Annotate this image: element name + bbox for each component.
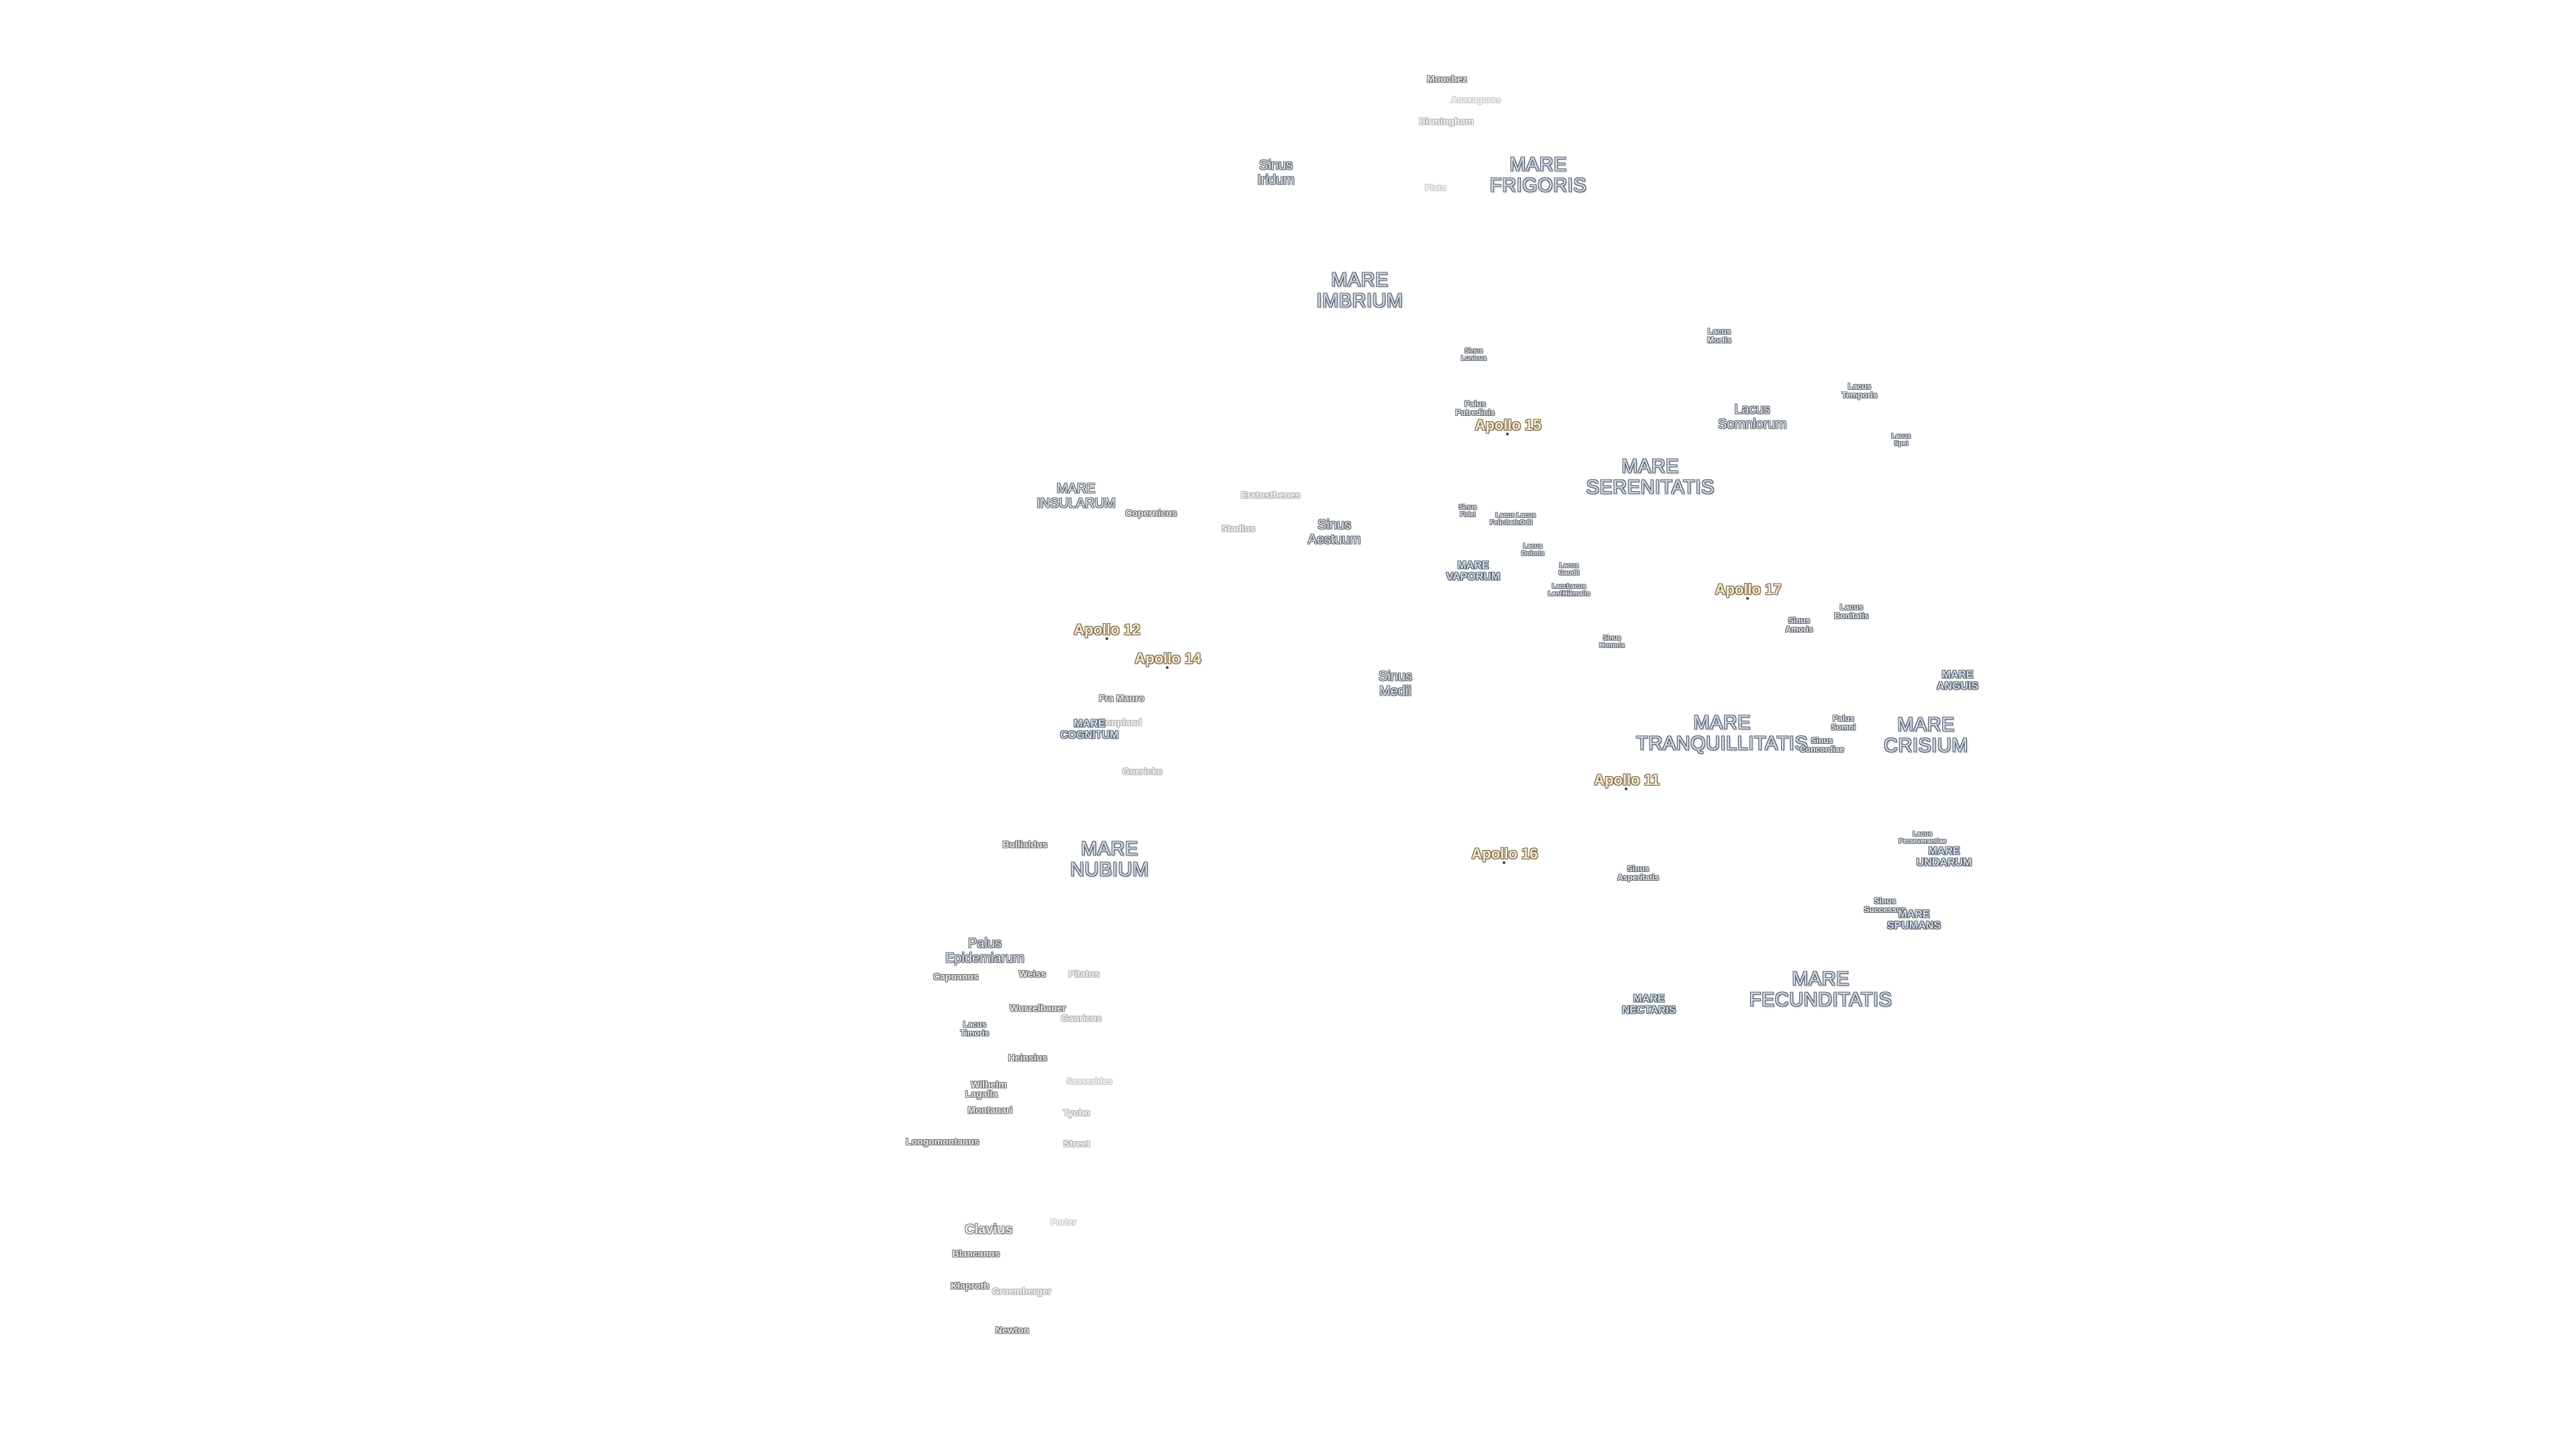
- crater-label-lagalla: Lagalla: [965, 1088, 998, 1099]
- apollo-17-label: Apollo 17: [1715, 581, 1782, 598]
- lacus-temporis-label: Lacus Temporis: [1841, 382, 1878, 400]
- mare-spumans-label: MARE SPUMANS: [1886, 908, 1941, 932]
- mare-anguis-label: MARE ANGUIS: [1936, 669, 1979, 692]
- sinus-successus-label: Sinus Successus: [1864, 896, 1907, 914]
- sinus-aestuum-label: Sinus Aestuum: [1307, 517, 1361, 547]
- mare-insularum-label: MARE INSULARUM: [1036, 481, 1116, 511]
- sinus-asperitatis-label: Sinus Asperitatis: [1617, 864, 1660, 882]
- crater-label-clavius: Clavius: [965, 1222, 1013, 1238]
- crater-label-newton: Newton: [995, 1324, 1030, 1336]
- crater-label-weiss: Weiss: [1018, 968, 1046, 979]
- mare-serenitatis-label: MARE SERENITATIS: [1586, 455, 1715, 498]
- apollo-11-label: Apollo 11: [1594, 771, 1660, 789]
- crater-label-wilhelm: Wilhelm: [971, 1079, 1007, 1090]
- mare-cognitum-label: MARE COGNITUM: [1060, 718, 1119, 741]
- crater-label-wurzelbauer: Wurzelbauer: [1010, 1002, 1066, 1014]
- mare-frigoris-label: MARE FRIGORIS: [1489, 154, 1587, 197]
- sinus-amoris-label: Sinus Amoris: [1785, 616, 1813, 634]
- sinus-lunicus-label: Sinus Lunicus: [1460, 347, 1487, 362]
- crater-label-pitatus: Pitatus: [1068, 968, 1100, 979]
- lacus-felicitatis-label: Lacus Felicitatis: [1489, 512, 1521, 527]
- mare-nectaris-label: MARE NECTARIS: [1621, 993, 1676, 1016]
- lacus-spei-label: Lacus Spei: [1891, 433, 1911, 447]
- crater-label-anaxagoras: Anaxagoras: [1450, 94, 1501, 105]
- mare-crisium-label: MARE CRISIUM: [1884, 714, 1968, 757]
- palus-somni-label: Palus Somni: [1831, 714, 1856, 732]
- apollo-14-label: Apollo 14: [1134, 650, 1201, 667]
- lacus-lenitatis-label: Lacus Lenitatis: [1548, 583, 1576, 598]
- apollo-17-marker: [1746, 597, 1749, 600]
- apollo-14-marker: [1166, 666, 1169, 669]
- mare-vaporum-label: MARE VAPORUM: [1446, 559, 1501, 583]
- apollo-16-marker: [1503, 861, 1505, 864]
- palus-putredinis-label: Palus Putredinis: [1455, 399, 1495, 417]
- apollo-12-marker: [1106, 637, 1108, 640]
- crater-label-capuanus: Capuanus: [933, 971, 979, 982]
- crater-label-sasserides: Sasserides: [1066, 1075, 1113, 1086]
- sinus-concordiae-label: Sinus Concordiae: [1799, 736, 1845, 754]
- crater-label-guericke: Guericke: [1122, 765, 1163, 777]
- crater-label-stadius: Stadius: [1221, 523, 1256, 534]
- apollo-11-marker: [1625, 788, 1627, 790]
- lacus-timoris-label: Lacus Timoris: [960, 1020, 989, 1038]
- mare-undarum-label: MARE UNDARUM: [1916, 845, 1972, 869]
- apollo-12-label: Apollo 12: [1073, 621, 1140, 639]
- crater-label-montanari: Montanari: [967, 1104, 1013, 1116]
- crater-label-gruemberger: Gruemberger: [991, 1285, 1052, 1297]
- crater-label-copernicus: Copernicus: [1125, 507, 1177, 519]
- crater-label-plato: Plato: [1425, 182, 1446, 193]
- lacus-hiemalis-label: Lacus Hiemalis: [1562, 583, 1591, 598]
- lacus-perseverantiae-label: Lacus Perseverantiae: [1898, 830, 1947, 845]
- lacus-bonitatis-label: Lacus Bonitatis: [1834, 602, 1869, 621]
- lacus-doloris-label: Lacus Doloris: [1521, 543, 1545, 557]
- apollo-15-label: Apollo 15: [1474, 417, 1542, 434]
- lacus-mortis-label: Lacus Mortis: [1707, 327, 1731, 345]
- crater-label-porter: Porter: [1050, 1216, 1077, 1227]
- crater-label-fra-mauro: Fra Mauro: [1099, 692, 1144, 704]
- lacus-somniorum-label: Lacus Somniorum: [1717, 402, 1787, 431]
- crater-label-birmingham: Birmingham: [1419, 115, 1474, 127]
- lacus-gaudii-label: Lacus Gaudii: [1558, 562, 1580, 577]
- mare-nubium-label: MARE NUBIUM: [1070, 838, 1149, 881]
- crater-label-mouchez: Mouchez: [1427, 73, 1467, 85]
- crater-label-street: Street: [1063, 1138, 1090, 1149]
- sinus-iridum-label: Sinus Iridum: [1257, 158, 1295, 187]
- crater-label-klaproth: Klaproth: [951, 1280, 989, 1291]
- crater-label-heinsius: Heinsius: [1008, 1052, 1048, 1063]
- sinus-fidei-label: Sinus Fidei: [1458, 504, 1477, 519]
- crater-label-longomontanus: Longomontanus: [906, 1136, 979, 1147]
- crater-label-bullialdus: Bullialdus: [1002, 839, 1048, 850]
- crater-label-eratosthenes: Eratosthenes: [1240, 489, 1301, 500]
- sinus-medii-label: Sinus Medii: [1378, 669, 1413, 698]
- mare-tranquillitatis-label: MARE TRANQUILLITATIS: [1635, 712, 1809, 755]
- apollo-15-marker: [1506, 433, 1509, 435]
- sinus-honoris-label: Sinus Honoris: [1599, 635, 1625, 649]
- crater-label-bonpland: Bonpland: [1098, 716, 1142, 728]
- crater-label-blancanus: Blancanus: [952, 1248, 1000, 1259]
- crater-label-tycho: Tycho: [1063, 1107, 1091, 1118]
- mare-fecunditatis-label: MARE FECUNDITATIS: [1749, 968, 1892, 1011]
- apollo-16-label: Apollo 16: [1471, 845, 1538, 863]
- crater-label-gauricus: Gauricus: [1061, 1012, 1102, 1024]
- lacus-odii-label: Lacus Odii: [1516, 512, 1536, 527]
- mare-imbrium-label: MARE IMBRIUM: [1316, 269, 1403, 312]
- palus-epidemiarum-label: Palus Epidemiarum: [945, 936, 1024, 965]
